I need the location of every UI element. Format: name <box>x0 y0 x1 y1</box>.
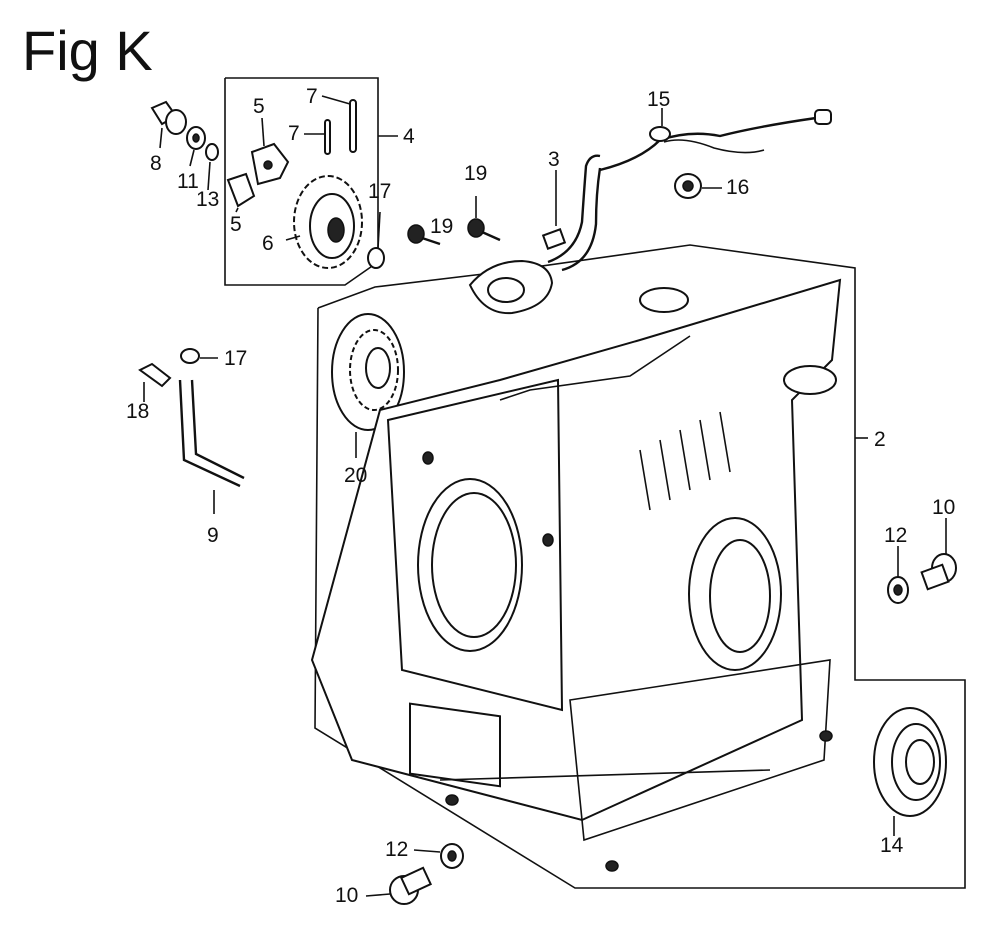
part-10-bolt-right <box>920 518 957 591</box>
callout-3: 3 <box>548 148 560 171</box>
part-12-washer-right <box>887 546 909 604</box>
part-17-washer-upper <box>367 211 385 269</box>
callout-13: 13 <box>196 188 219 211</box>
callout-19-lower: 19 <box>430 215 453 238</box>
callout-19-upper: 19 <box>464 162 487 185</box>
part-12-washer-bottom <box>413 843 464 869</box>
callout-8: 8 <box>150 152 162 175</box>
part-9-rod <box>178 379 245 514</box>
callout-18: 18 <box>126 400 149 423</box>
part-13-clip <box>205 143 219 191</box>
part-6-oil-pump-gear <box>285 175 363 269</box>
callout-12-right: 12 <box>884 524 907 547</box>
oil-pump-group-frame <box>224 77 398 286</box>
part-2-crankcase <box>310 278 842 872</box>
figure-title: Fig K <box>22 19 153 82</box>
callout-14: 14 <box>880 834 904 857</box>
part-19-bolt-lower <box>407 224 441 246</box>
part-20-bearing <box>331 313 405 458</box>
callout-20: 20 <box>344 464 367 487</box>
callout-2: 2 <box>874 428 886 451</box>
part-11-washer <box>186 126 206 167</box>
part-3-breather-tube <box>468 154 602 315</box>
part-5-pump-cover-upper <box>250 117 290 186</box>
crankcase-group-frame <box>314 244 966 889</box>
callout-12-bottom: 12 <box>385 838 408 861</box>
callout-15: 15 <box>647 88 670 111</box>
callout-17-lower: 17 <box>224 347 247 370</box>
callout-7-upper: 7 <box>306 85 318 108</box>
callout-5-upper: 5 <box>253 95 265 118</box>
callout-9: 9 <box>207 524 219 547</box>
part-19-bolt-upper <box>467 196 501 242</box>
part-15-wire-harness <box>599 108 832 172</box>
part-18-clip <box>138 362 172 402</box>
part-14-oil-seal <box>873 707 947 836</box>
part-17-washer-lower <box>180 348 218 364</box>
part-10-bolt-bottom <box>365 866 433 905</box>
callout-7-lower: 7 <box>288 122 300 145</box>
part-7-pins <box>304 95 357 155</box>
callout-4: 4 <box>403 125 415 148</box>
callout-10-bottom: 10 <box>335 884 358 907</box>
callout-10-right: 10 <box>932 496 955 519</box>
callout-6: 6 <box>262 232 274 255</box>
part-8-bolt <box>150 100 187 149</box>
part-16-nut <box>674 173 722 199</box>
callout-11: 11 <box>177 170 199 193</box>
callout-17-upper: 17 <box>368 180 391 203</box>
callout-16: 16 <box>726 176 749 199</box>
callout-labels: 2 3 4 5 5 6 7 7 8 9 10 10 11 12 12 13 14… <box>126 85 955 907</box>
part-5-pump-cover-lower <box>226 172 256 213</box>
callout-5-lower: 5 <box>230 213 242 236</box>
